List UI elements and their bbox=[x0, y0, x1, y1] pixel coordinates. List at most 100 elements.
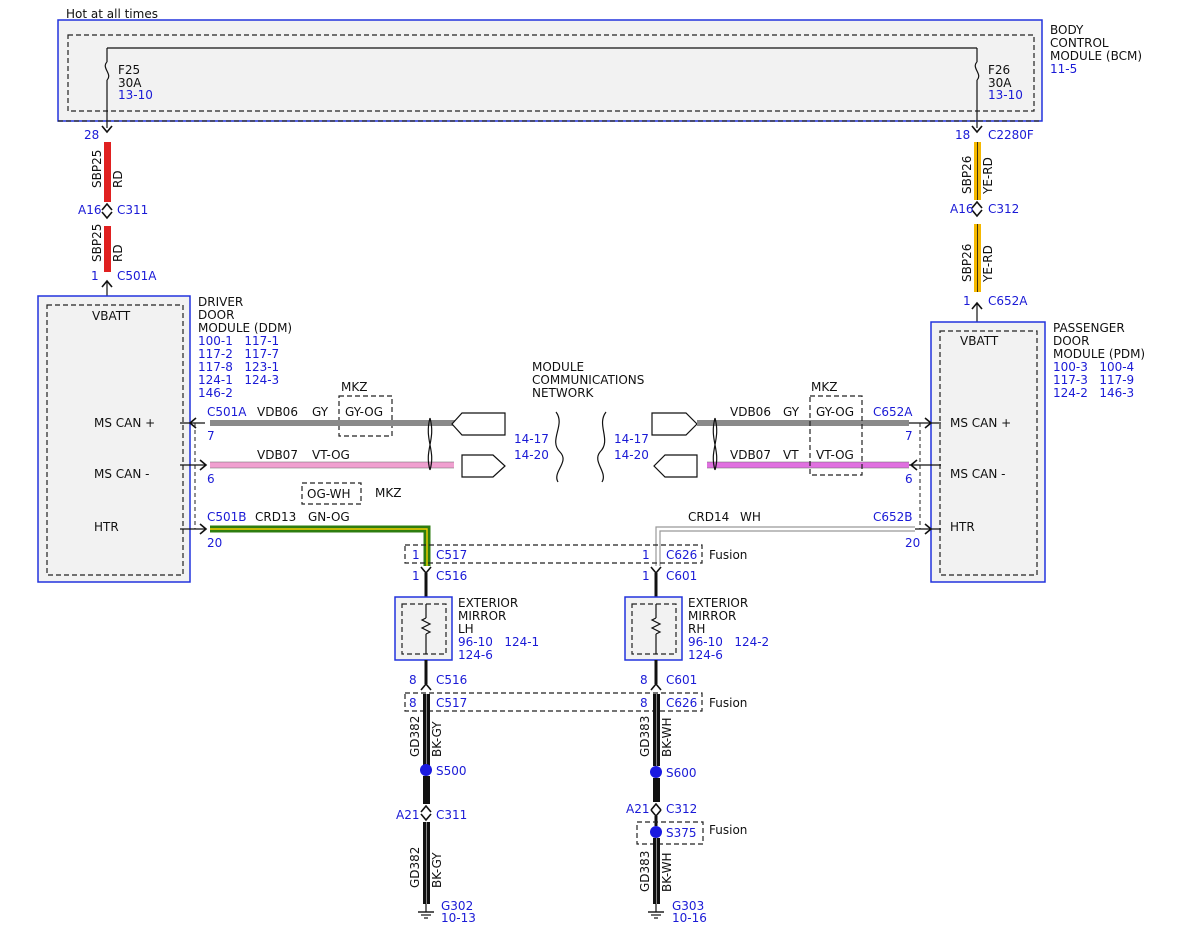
left-can-c501a: C501A bbox=[207, 405, 247, 419]
fuse-f25-label: F25 bbox=[118, 63, 140, 77]
left-can-plus-wire bbox=[210, 420, 462, 426]
right-mirror-c601b: C601 bbox=[666, 673, 697, 687]
splice-s375-icon bbox=[650, 826, 662, 838]
right-mirror-fusion2: Fusion bbox=[709, 696, 747, 710]
ddm-ms-can-plus: MS CAN + bbox=[94, 416, 155, 430]
svg-text:117-8 123-1: 117-8 123-1 bbox=[198, 360, 279, 374]
left-feed-wire1-color: RD bbox=[111, 170, 125, 188]
left-ground2-circuit: GD382 bbox=[408, 847, 422, 888]
pdm-htr: HTR bbox=[950, 520, 975, 534]
left-feed-c311-pin: A16 bbox=[78, 203, 101, 217]
svg-text:LH: LH bbox=[458, 622, 474, 636]
left-mirror-c516: C516 bbox=[436, 569, 467, 583]
left-mirror-c516b: C516 bbox=[436, 673, 467, 687]
svg-text:117-2 117-7: 117-2 117-7 bbox=[198, 347, 279, 361]
left-feed-wire2-circuit: SBP25 bbox=[90, 224, 104, 262]
right-htr-color: WH bbox=[740, 510, 761, 524]
left-can-ref1: 14-17 bbox=[514, 432, 549, 446]
svg-text:MODULE (BCM): MODULE (BCM) bbox=[1050, 49, 1142, 63]
fuse-f26-amps: 30A bbox=[988, 76, 1012, 90]
left-can-mkz-bottom: MKZ bbox=[375, 486, 401, 500]
left-feed-wire1-circuit: SBP25 bbox=[90, 150, 104, 188]
right-can-plus-pin: 7 bbox=[905, 429, 913, 443]
right-mirror-module bbox=[624, 596, 683, 661]
svg-text:BODY: BODY bbox=[1050, 23, 1084, 37]
left-can-plus-connector-icon bbox=[451, 412, 506, 436]
right-htr-c652b: C652B bbox=[873, 510, 913, 524]
svg-text:DRIVER: DRIVER bbox=[198, 295, 243, 309]
left-c311: C311 bbox=[436, 808, 467, 822]
fuse-f25-ref: 13-10 bbox=[118, 88, 153, 102]
left-htr-circuit: CRD13 bbox=[255, 510, 296, 524]
left-can-ref2: 14-20 bbox=[514, 448, 549, 462]
right-can-minus-color: VT bbox=[783, 448, 799, 462]
left-ground-color: BK-GY bbox=[430, 721, 444, 757]
left-htr-c501b: C501B bbox=[207, 510, 247, 524]
svg-text:124-2 146-3: 124-2 146-3 bbox=[1053, 386, 1134, 400]
svg-text:MIRROR: MIRROR bbox=[458, 609, 506, 623]
right-htr-circuit: CRD14 bbox=[688, 510, 729, 524]
pdm-ms-can-plus: MS CAN + bbox=[950, 416, 1011, 430]
left-htr-wire bbox=[210, 525, 431, 566]
right-mirror-ref-2: 124-6 bbox=[688, 648, 723, 662]
right-can-ref1: 14-17 bbox=[614, 432, 649, 446]
right-mirror-c626-pin: 1 bbox=[642, 548, 650, 562]
right-can-twist-icon bbox=[712, 417, 718, 471]
svg-text:124-1 124-3: 124-1 124-3 bbox=[198, 373, 279, 387]
right-mirror-fusion3: Fusion bbox=[709, 823, 747, 837]
svg-text:100-3 100-4: 100-3 100-4 bbox=[1053, 360, 1134, 374]
right-ground-color: BK-WH bbox=[660, 717, 674, 757]
left-feed-pin-1: 1 bbox=[91, 269, 99, 283]
left-mirror-name: EXTERIOR MIRROR LH bbox=[458, 596, 518, 636]
left-ground-circuit: GD382 bbox=[408, 716, 422, 757]
left-mirror-heater-icon bbox=[420, 617, 432, 635]
left-mirror-ref-2: 124-6 bbox=[458, 648, 493, 662]
left-can-twist-icon bbox=[427, 417, 433, 471]
svg-text:11-5: 11-5 bbox=[1050, 62, 1077, 76]
left-mirror-c517b-pin: 8 bbox=[409, 696, 417, 710]
ground-g303-label: G303 bbox=[672, 899, 704, 913]
right-mirror-c601b-pin: 8 bbox=[640, 673, 648, 687]
left-htr-pin: 20 bbox=[207, 536, 222, 550]
left-can-minus-pin: 6 bbox=[207, 472, 215, 486]
svg-text:EXTERIOR: EXTERIOR bbox=[458, 596, 518, 610]
ddm-name: DRIVER DOOR MODULE (DDM) bbox=[198, 295, 292, 335]
ground-g303-icon bbox=[648, 904, 664, 919]
left-can-mkz-top: MKZ bbox=[341, 380, 367, 394]
right-can-minus-wire bbox=[707, 462, 909, 468]
left-mirror-c516-pin: 1 bbox=[412, 569, 420, 583]
splice-s600-label: S600 bbox=[666, 766, 697, 780]
left-feed-wire-1 bbox=[104, 142, 111, 202]
right-mirror-fusion: Fusion bbox=[709, 548, 747, 562]
svg-text:146-2: 146-2 bbox=[198, 386, 233, 400]
pdm-module bbox=[930, 321, 1046, 583]
right-can-plus-connector-icon bbox=[651, 412, 698, 436]
right-c312-pin: A21 bbox=[626, 802, 649, 816]
left-can-minus-alt: OG-WH bbox=[307, 487, 350, 501]
left-feed-wire2-color: RD bbox=[111, 244, 125, 262]
ground-g302-ref: 10-13 bbox=[441, 911, 476, 925]
pdm-refs: 100-3 100-4 117-3 117-9 124-2 146-3 bbox=[1053, 360, 1134, 400]
right-feed-pin-18: 18 bbox=[955, 128, 970, 142]
ground-g302-icon bbox=[418, 904, 434, 919]
right-mirror-c626b-pin: 8 bbox=[640, 696, 648, 710]
ddm-ms-can-minus: MS CAN - bbox=[94, 467, 150, 481]
ddm-module bbox=[37, 295, 191, 583]
pdm-name: PASSENGER DOOR MODULE (PDM) bbox=[1053, 321, 1145, 361]
right-feed-wire2-color: YE-RD bbox=[981, 245, 995, 283]
svg-text:EXTERIOR: EXTERIOR bbox=[688, 596, 748, 610]
left-feed-pin-28: 28 bbox=[84, 128, 99, 142]
right-mirror-c601: C601 bbox=[666, 569, 697, 583]
svg-text:MODULE (DDM): MODULE (DDM) bbox=[198, 321, 292, 335]
bcm-name: BODY CONTROL MODULE (BCM) 11-5 bbox=[1050, 23, 1142, 76]
fuse-f25-icon bbox=[104, 61, 110, 81]
left-can-plus-alt: GY-OG bbox=[345, 405, 383, 419]
right-feed-c2280f: C2280F bbox=[988, 128, 1034, 142]
svg-text:MODULE: MODULE bbox=[532, 360, 584, 374]
left-can-minus-connector-icon bbox=[461, 454, 506, 478]
left-mirror-ref-1: 96-10 124-1 bbox=[458, 635, 539, 649]
fuse-f26-ref: 13-10 bbox=[988, 88, 1023, 102]
right-can-minus-alt: VT-OG bbox=[816, 448, 854, 462]
right-mirror-name: EXTERIOR MIRROR RH bbox=[688, 596, 748, 636]
